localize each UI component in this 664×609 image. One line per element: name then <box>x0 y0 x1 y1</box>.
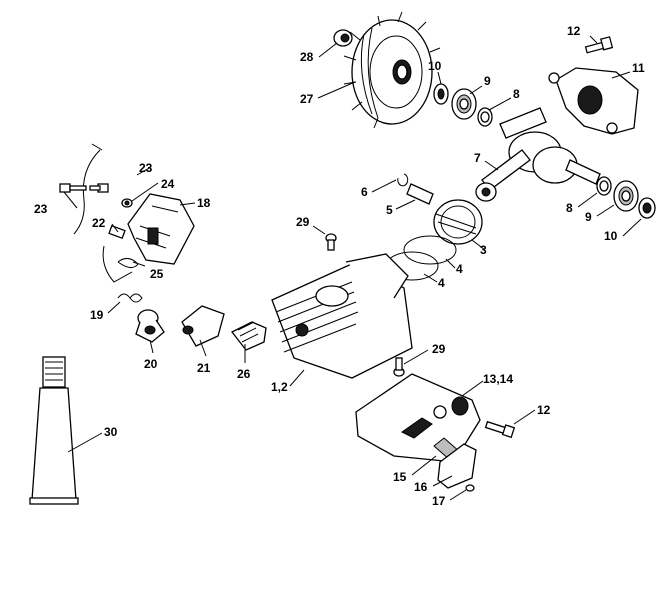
screen-and-cover-part <box>433 437 477 492</box>
callout-21: 21 <box>197 361 211 375</box>
cylinder-part <box>271 253 413 379</box>
callout-11: 11 <box>632 61 645 75</box>
callout-10-bottom: 10 <box>604 229 618 243</box>
piston-part <box>433 199 483 245</box>
callout-8-bottom: 8 <box>566 201 573 215</box>
callout-10-top: 10 <box>428 59 442 73</box>
spark-cap-21-part <box>181 305 225 347</box>
crankcase-half-part <box>548 67 639 135</box>
callout-17: 17 <box>432 494 446 508</box>
screw-lower-part <box>393 357 405 377</box>
callout-29-upper: 29 <box>296 215 310 229</box>
callout-19: 19 <box>90 308 104 322</box>
screw-23-left-part <box>59 183 87 193</box>
callout-5: 5 <box>386 203 393 217</box>
callout-22: 22 <box>92 216 106 230</box>
callout-12-bottom: 12 <box>537 403 551 417</box>
spark-plug-26-part <box>231 321 267 351</box>
callout-labels: 28 27 10 9 8 12 11 7 6 5 3 4 4 8 9 10 29… <box>34 24 645 508</box>
callout-23-left: 23 <box>34 202 48 216</box>
callout-25: 25 <box>150 267 164 281</box>
crankshaft-part <box>475 107 601 202</box>
leader-lines <box>63 35 642 501</box>
lower-bearing-set <box>596 176 656 219</box>
boot-20-part <box>135 309 165 343</box>
screw-23-right-part <box>89 183 109 193</box>
callout-26: 26 <box>237 367 251 381</box>
bolt-top-part <box>584 36 614 54</box>
callout-18: 18 <box>197 196 211 210</box>
upper-bearing-set <box>433 83 493 127</box>
crankcase-lower-part <box>355 373 481 463</box>
ignition-module-part <box>127 193 195 265</box>
callout-29-lower: 29 <box>432 342 446 356</box>
callout-13-14: 13,14 <box>483 372 513 386</box>
spring-19-part <box>117 293 143 303</box>
callout-9-bottom: 9 <box>585 210 592 224</box>
callout-20: 20 <box>144 357 158 371</box>
callout-27: 27 <box>300 92 314 106</box>
callout-6: 6 <box>361 185 368 199</box>
piston-pin-set <box>397 173 434 205</box>
callout-3: 3 <box>480 243 487 257</box>
ignition-lead-part <box>73 143 133 283</box>
callout-12-top: 12 <box>567 24 581 38</box>
washer-24-part <box>121 198 133 208</box>
callout-16: 16 <box>414 480 428 494</box>
flywheel-nut-part <box>333 29 353 47</box>
callout-1-2: 1,2 <box>271 380 288 394</box>
grease-tube-part <box>29 356 79 505</box>
callout-15: 15 <box>393 470 407 484</box>
callout-24: 24 <box>161 177 175 191</box>
callout-30: 30 <box>104 425 118 439</box>
callout-28: 28 <box>300 50 314 64</box>
callout-4-upper: 4 <box>456 262 463 276</box>
flywheel-part <box>343 11 441 129</box>
screw-upper-part <box>325 233 337 251</box>
callout-23-right: 23 <box>139 161 153 175</box>
callout-4-lower: 4 <box>438 276 445 290</box>
callout-7: 7 <box>474 151 481 165</box>
callout-9-top: 9 <box>484 74 491 88</box>
bolt-lower-part <box>484 420 516 439</box>
callout-8-top: 8 <box>513 87 520 101</box>
